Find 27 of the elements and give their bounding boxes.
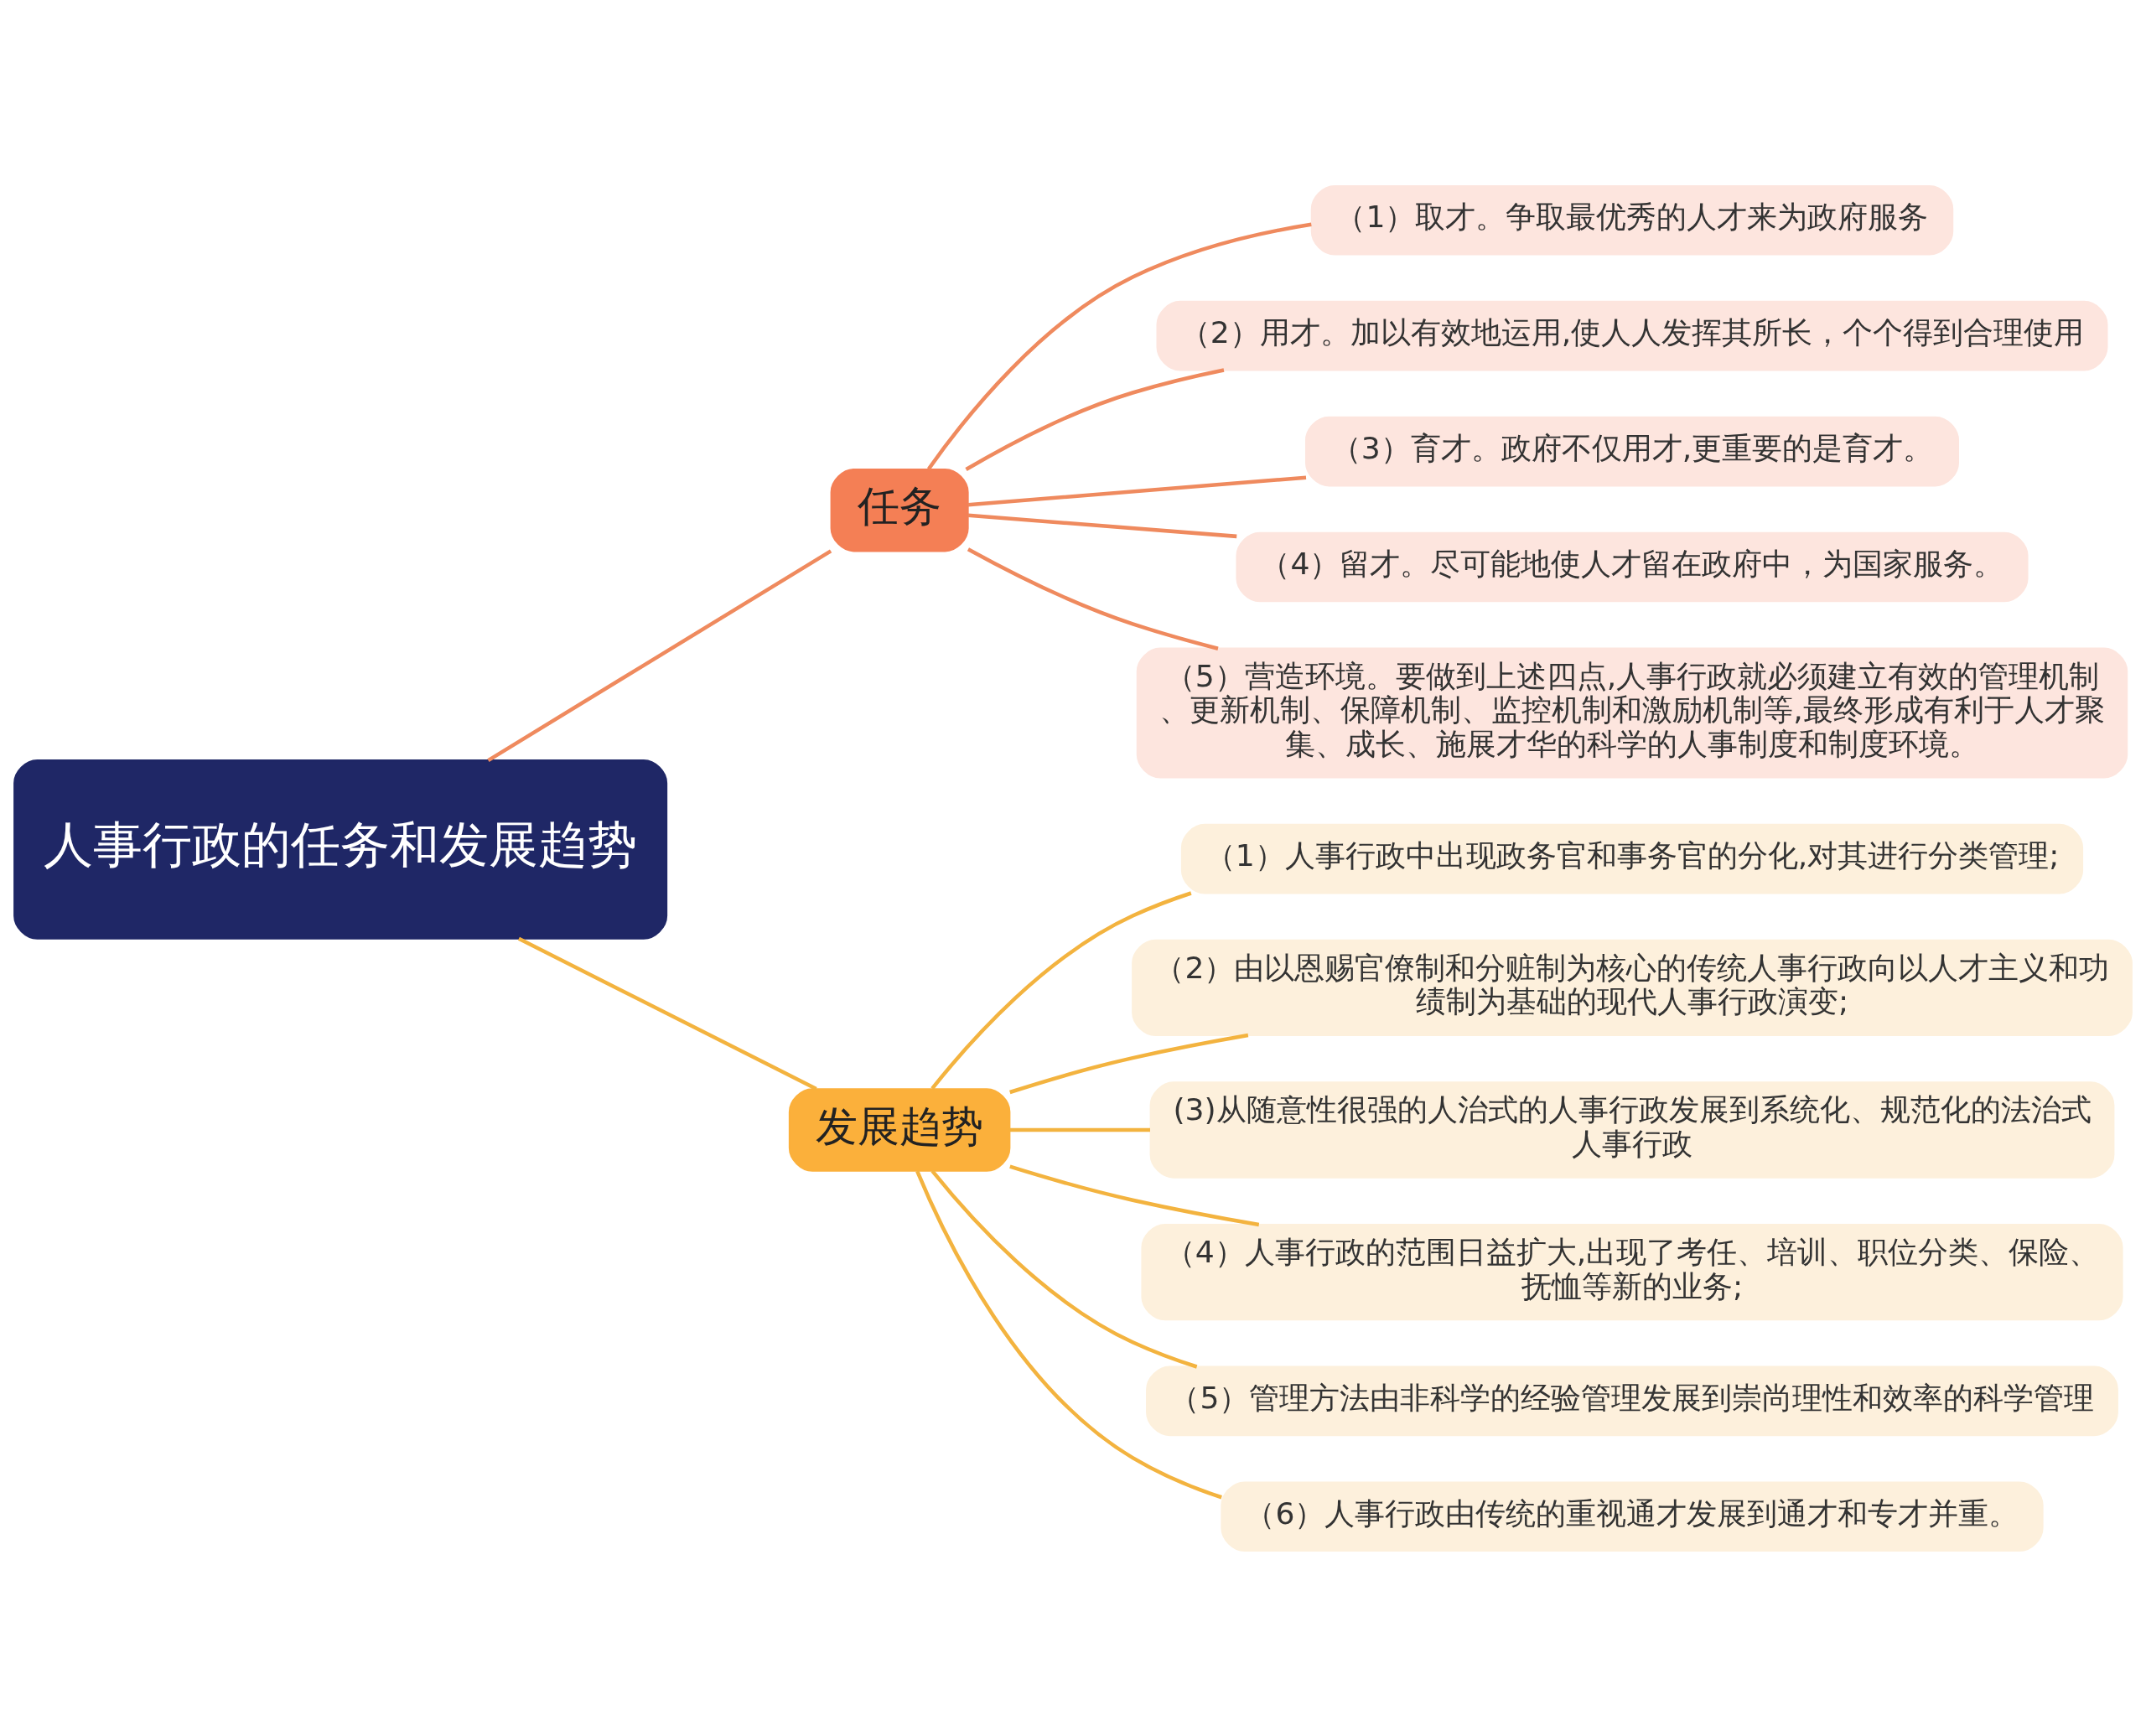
node-box: （2）用才。加以有效地运用,使人人发挥其所长，个个得到合理使用 xyxy=(1156,300,2108,371)
node-box: 人事行政的任务和发展趋势 xyxy=(13,759,668,940)
connector xyxy=(967,547,1219,650)
connector xyxy=(1009,1127,1150,1132)
connector xyxy=(930,1169,1198,1369)
node-box: (3)从随意性很强的人治式的人事行政发展到系统化、规范化的法治式人事行政 xyxy=(1149,1080,2115,1179)
node-box: （5）营造环境。要做到上述四点,人事行政就必须建立有效的管理机制、更新机制、保障机制、监控机制和激励机制等,最终形成有利于人才聚集、成长、施展才华的科学的人事制度和制度环境。 xyxy=(1136,647,2128,779)
connector xyxy=(487,549,832,762)
connector xyxy=(517,936,817,1091)
node-box: （4）留才。尽可能地使人才留在政府中，为国家服务。 xyxy=(1236,531,2029,602)
connector xyxy=(930,890,1192,1090)
connector xyxy=(926,222,1312,470)
connector xyxy=(1009,1164,1260,1226)
node-box: （1）取才。争取最优秀的人才来为政府服务 xyxy=(1310,184,1954,256)
node-box: 任务 xyxy=(830,468,969,552)
node-box: （5）管理方法由非科学的经验管理发展到崇尚理性和效率的科学管理 xyxy=(1146,1365,2118,1436)
node-box: （3）育才。政府不仅用才,更重要的是育才。 xyxy=(1304,416,1959,486)
node-box: （4）人事行政的范围日益扩大,出现了考任、培训、职位分类、保险、抚恤等新的业务; xyxy=(1141,1223,2123,1320)
connector xyxy=(967,475,1307,507)
connector xyxy=(1009,1033,1249,1094)
connector xyxy=(965,367,1225,471)
node-box: （1）人事行政中出现政务官和事务官的分化,对其进行分类管理; xyxy=(1180,823,2084,894)
connector xyxy=(915,1169,1222,1499)
node-box: （2）由以恩赐官僚制和分赃制为核心的传统人事行政向以人才主义和功绩制为基础的现代人事行政演变; xyxy=(1132,939,2133,1036)
node-box: （6）人事行政由传统的重视通才发展到通才和专才并重。 xyxy=(1221,1480,2044,1552)
node-box: 发展趋势 xyxy=(788,1087,1011,1172)
connector xyxy=(967,513,1237,538)
